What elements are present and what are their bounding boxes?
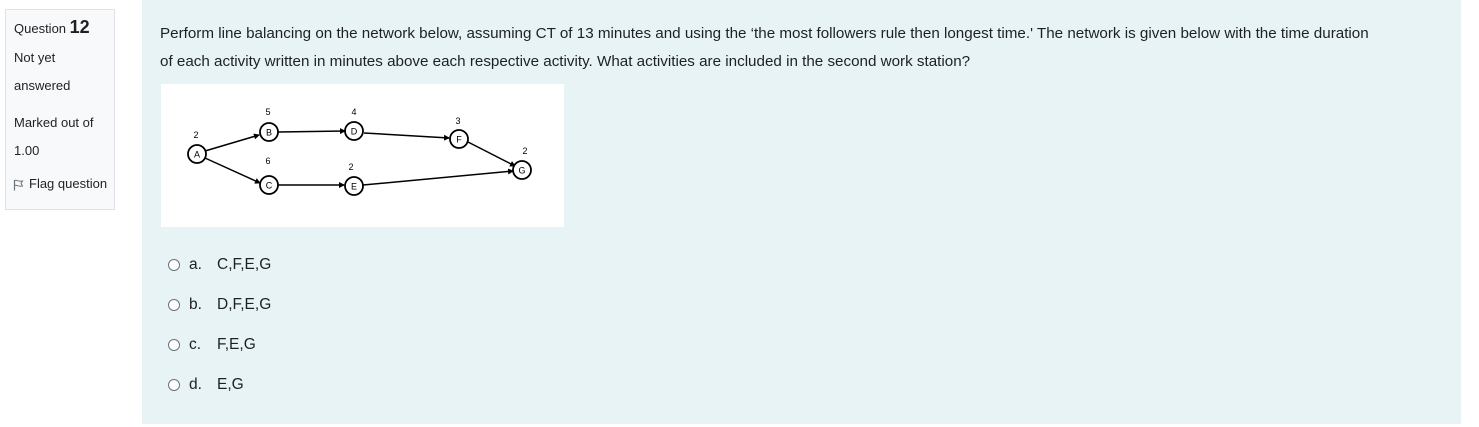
answer-letter-b: b. (189, 296, 202, 313)
answer-letter-c: c. (189, 336, 202, 353)
node-g: G 2 (512, 146, 532, 180)
node-d-time: 4 (351, 107, 356, 117)
node-c-label: C (266, 181, 273, 191)
network-diagram-svg: A 2 B 5 C 6 D 4 E 2 (187, 107, 532, 196)
flag-question-button[interactable]: Flag question (13, 175, 114, 191)
status-line-2: answered (14, 78, 71, 93)
node-b-time: 5 (265, 107, 270, 117)
question-number: Question 12 (14, 16, 114, 40)
answer-text-d: E,G (217, 376, 244, 393)
answer-letter-d: d. (189, 376, 202, 393)
answer-text-c: F,E,G (217, 336, 256, 353)
question-text-line-2: of each activity written in minutes abov… (160, 53, 971, 70)
node-g-label: G (518, 166, 525, 176)
radio-button-d[interactable] (168, 379, 180, 391)
marked-out-of-label: Marked out of (14, 115, 94, 130)
node-d-label: D (351, 127, 358, 137)
question-text: Perform line balancing on the network be… (160, 20, 1455, 76)
node-c-time: 6 (265, 156, 270, 166)
radio-button-c[interactable] (168, 339, 180, 351)
edge-b-d (277, 128, 346, 135)
status-line-1: Not yet (14, 50, 56, 65)
node-d: D 4 (344, 107, 364, 141)
node-f-time: 3 (455, 116, 460, 126)
node-f: F 3 (449, 116, 469, 149)
answer-text-a: C,F,E,G (217, 256, 272, 273)
answer-option-b[interactable]: b. D,F,E,G (168, 292, 271, 318)
question-info-panel: Question 12 Not yet answered Marked out … (5, 9, 115, 210)
radio-button-b[interactable] (168, 299, 180, 311)
question-number-value: 12 (69, 17, 90, 37)
answer-option-d[interactable]: d. E,G (168, 372, 271, 398)
flag-question-label: Flag question (29, 175, 108, 191)
node-b: B 5 (259, 107, 279, 142)
answer-options: a. C,F,E,G b. D,F,E,G c. F,E,G d. E,G (168, 252, 271, 412)
answer-letter-a: a. (189, 256, 202, 273)
question-label: Question (14, 21, 67, 36)
edge-f-g (467, 141, 516, 167)
question-text-line-1: Perform line balancing on the network be… (160, 25, 1369, 42)
node-a-label: A (194, 150, 200, 160)
answer-option-c[interactable]: c. F,E,G (168, 332, 271, 358)
node-f-label: F (456, 135, 462, 145)
edge-d-f (363, 132, 450, 141)
node-e-label: E (351, 182, 357, 192)
radio-button-a[interactable] (168, 259, 180, 271)
node-e: E 2 (344, 162, 364, 196)
question-content: Perform line balancing on the network be… (142, 0, 1461, 424)
node-b-label: B (266, 128, 272, 138)
node-g-time: 2 (522, 146, 527, 156)
answer-option-a[interactable]: a. C,F,E,G (168, 252, 271, 278)
edge-a-c (204, 157, 261, 184)
node-a-time: 2 (193, 130, 198, 140)
node-a: A 2 (187, 130, 207, 164)
edge-a-b (204, 133, 260, 152)
network-diagram: A 2 B 5 C 6 D 4 E 2 (161, 84, 564, 227)
node-e-time: 2 (348, 162, 353, 172)
marked-out-of-value: 1.00 (14, 143, 40, 158)
flag-icon (13, 179, 24, 191)
answer-text-b: D,F,E,G (217, 296, 272, 313)
edge-e-g (362, 168, 514, 186)
node-c: C 6 (259, 156, 279, 195)
